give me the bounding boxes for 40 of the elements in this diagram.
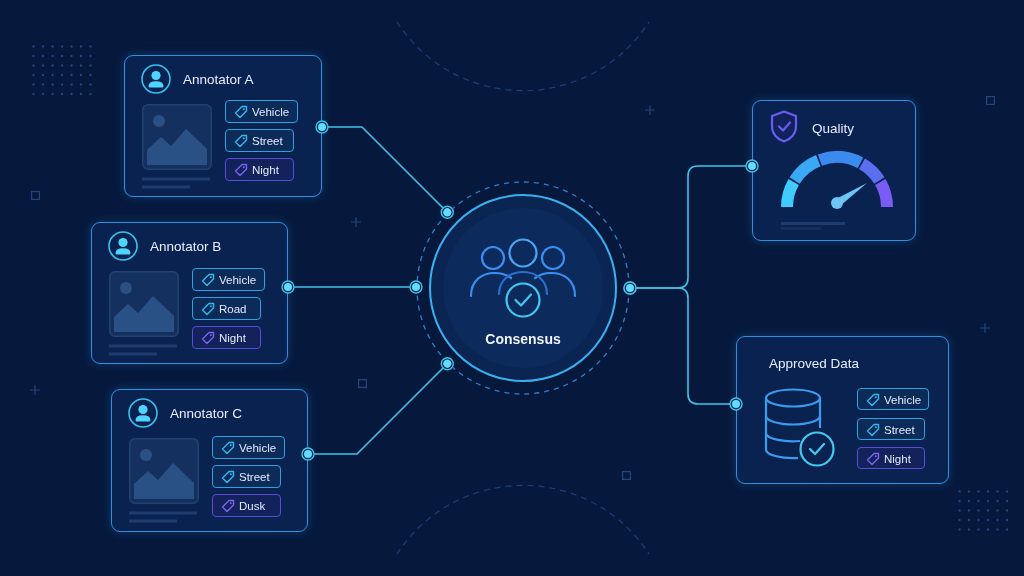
tag-chip bbox=[212, 436, 285, 459]
tag-chip bbox=[857, 418, 925, 440]
tag-text: Vehicle bbox=[239, 441, 277, 455]
card-heading: Quality bbox=[812, 121, 855, 137]
tag-chip bbox=[212, 494, 281, 517]
tag-text: Vehicle bbox=[252, 105, 290, 119]
tag-chip bbox=[225, 100, 298, 123]
consensus-circle bbox=[416, 181, 630, 395]
card-heading: Annotator C bbox=[170, 406, 243, 422]
tag-text: Night bbox=[252, 163, 279, 177]
tag-text: Street bbox=[239, 470, 270, 484]
tag-text: Street bbox=[252, 134, 283, 148]
tag-text: Night bbox=[219, 331, 246, 345]
tag-chip bbox=[192, 326, 261, 349]
tag-text: Street bbox=[884, 423, 915, 437]
tag-chip bbox=[192, 297, 261, 320]
card-heading: Annotator A bbox=[183, 72, 254, 88]
annotator-card bbox=[91, 222, 288, 364]
tag-chip bbox=[857, 447, 925, 469]
tag-chip bbox=[225, 129, 294, 152]
annotator-card bbox=[111, 389, 308, 532]
card-heading: Approved Data bbox=[769, 356, 860, 372]
tag-text: Vehicle bbox=[219, 273, 257, 287]
data-card bbox=[736, 336, 949, 484]
tag-text: Road bbox=[219, 302, 247, 316]
tag-text: Vehicle bbox=[884, 393, 922, 407]
tag-chip bbox=[212, 465, 281, 488]
connector-line bbox=[281, 280, 423, 294]
annotator-card bbox=[124, 55, 322, 197]
connector-line bbox=[301, 357, 454, 461]
card-heading: Annotator B bbox=[150, 239, 222, 255]
connector-line bbox=[315, 120, 454, 219]
tag-chip bbox=[857, 388, 929, 410]
connector-line bbox=[623, 281, 743, 411]
tag-chip bbox=[192, 268, 265, 291]
tag-chip bbox=[225, 158, 294, 181]
tag-text: Night bbox=[884, 452, 911, 466]
node-label: Consensus bbox=[484, 331, 562, 348]
quality-card bbox=[752, 100, 916, 241]
tag-text: Dusk bbox=[239, 499, 266, 513]
